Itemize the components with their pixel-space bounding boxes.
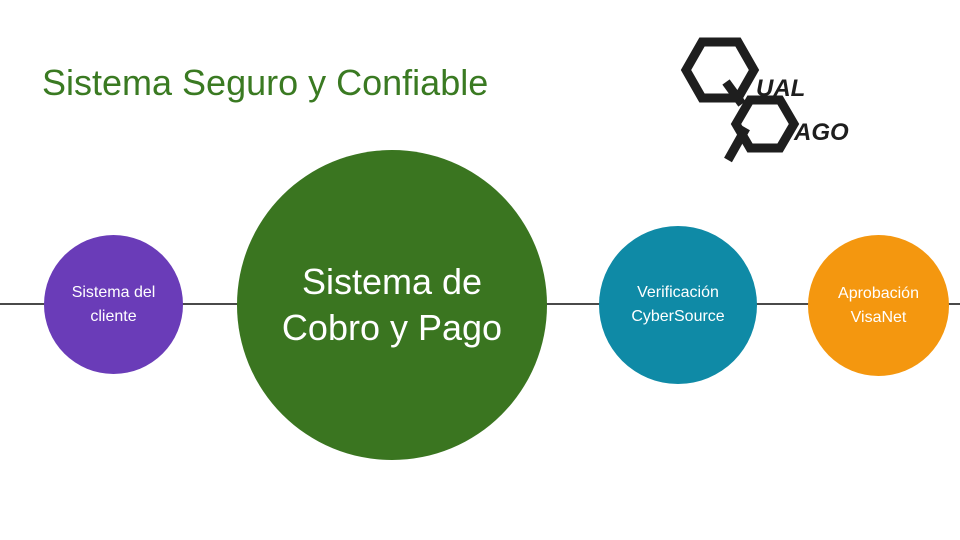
node-payment-system: Sistema de Cobro y Pago [237,150,547,460]
logo-hexagon-p [730,95,800,153]
qualpago-logo: UAL AGO [680,37,849,163]
logo-text-line2: AGO [793,119,849,146]
node-visanet-approval: Aprobación VisaNet [808,235,949,376]
node-visanet-label-line2: VisaNet [850,308,907,326]
node-client-system: Sistema del cliente [44,235,183,374]
node-client-label-line2: cliente [90,307,137,325]
node-cybersource-label-line1: Verificación [637,284,719,301]
logo-hexagon-q [680,37,760,103]
slide-title: Sistema Seguro y Confiable [42,62,489,103]
node-cybersource-verification: Verificación CyberSource [599,226,757,384]
logo-text-line1: UAL [756,75,805,102]
logo-p-stem [724,125,750,163]
node-visanet-label-line1: Aprobación [838,284,919,302]
node-client-label-line1: Sistema del [71,283,156,301]
node-payment-label-line2: Cobro y Pago [281,307,503,348]
logo-diagonal-stroke [722,79,746,107]
node-payment-label-line1: Sistema de [301,261,483,302]
node-cybersource-label-line2: CyberSource [631,308,725,325]
